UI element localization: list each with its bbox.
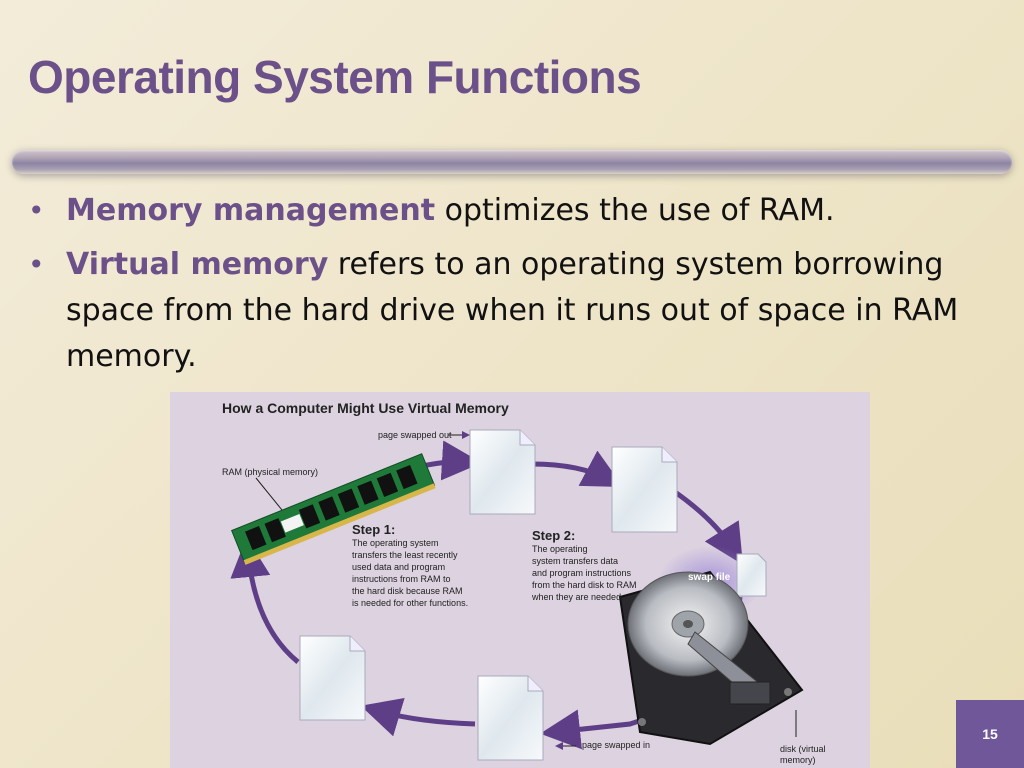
diagram-artwork bbox=[230, 429, 804, 761]
step-1-line: transfers the least recently bbox=[352, 550, 458, 560]
hard-disk-icon bbox=[618, 570, 804, 746]
bullet-term: Memory management bbox=[66, 193, 436, 228]
step-1-line: The operating system bbox=[352, 538, 439, 548]
step-1-heading: Step 1: bbox=[352, 522, 396, 537]
page-swapped-in-icon bbox=[477, 675, 544, 761]
bullet-dot-icon: • bbox=[28, 194, 45, 227]
bullet-term: Virtual memory bbox=[66, 247, 329, 282]
step-2-line: and program instructions bbox=[532, 568, 632, 578]
page-swapped-out-label: page swapped out bbox=[378, 430, 452, 440]
disk-label-line: disk (virtual bbox=[780, 744, 826, 754]
bullet-list: • Memory management optimizes the use of… bbox=[28, 188, 1008, 388]
swap-file-page-icon bbox=[736, 553, 767, 597]
page-icon bbox=[611, 446, 678, 533]
ram-label: RAM (physical memory) bbox=[222, 467, 319, 477]
bullet-memory-management: • Memory management optimizes the use of… bbox=[28, 188, 1008, 234]
arrow-page-out-to-page bbox=[531, 450, 624, 488]
page-number-badge: 15 bbox=[956, 700, 1024, 768]
step-1-line: instructions from RAM to bbox=[352, 574, 451, 584]
step-2-text: Step 2: The operating system transfers d… bbox=[532, 528, 637, 603]
step-2-line: The operating bbox=[532, 544, 588, 554]
arrow-page-to-swap bbox=[673, 489, 743, 565]
disk-label: disk (virtual memory) bbox=[780, 744, 826, 766]
step-1-line: used data and program bbox=[352, 562, 446, 572]
bullet-text: refers to an operating system borrowing … bbox=[66, 247, 959, 374]
diagram-title: How a Computer Might Use Virtual Memory bbox=[222, 400, 509, 416]
page-swapped-in-label: page swapped in bbox=[582, 740, 651, 750]
step-1-text: Step 1: The operating system transfers t… bbox=[352, 522, 468, 609]
step-1-line: the hard disk because RAM bbox=[352, 586, 463, 596]
slide-title: Operating System Functions bbox=[28, 51, 642, 103]
ram-module-icon bbox=[231, 453, 436, 565]
page-swapped-out-icon bbox=[469, 429, 536, 515]
bullet-dot-icon: • bbox=[28, 248, 45, 281]
bullet-text: optimizes the use of RAM. bbox=[435, 193, 835, 228]
step-2-heading: Step 2: bbox=[532, 528, 576, 543]
virtual-memory-diagram: How a Computer Might Use Virtual Memory … bbox=[170, 392, 870, 768]
page-icon bbox=[299, 635, 366, 721]
arrow-page-to-ram bbox=[230, 537, 300, 664]
step-2-line: system transfers data bbox=[532, 556, 619, 566]
disk-label-line: memory) bbox=[780, 755, 816, 765]
step-2-line: from the hard disk to RAM bbox=[532, 580, 637, 590]
swap-file-label: swap file bbox=[688, 572, 731, 583]
arrow-page-in-to-page bbox=[360, 698, 476, 737]
title-divider bbox=[12, 150, 1012, 174]
step-2-line: when they are needed. bbox=[532, 592, 624, 602]
step-1-line: is needed for other functions. bbox=[352, 598, 469, 608]
bullet-virtual-memory: • Virtual memory refers to an operating … bbox=[28, 242, 1008, 380]
